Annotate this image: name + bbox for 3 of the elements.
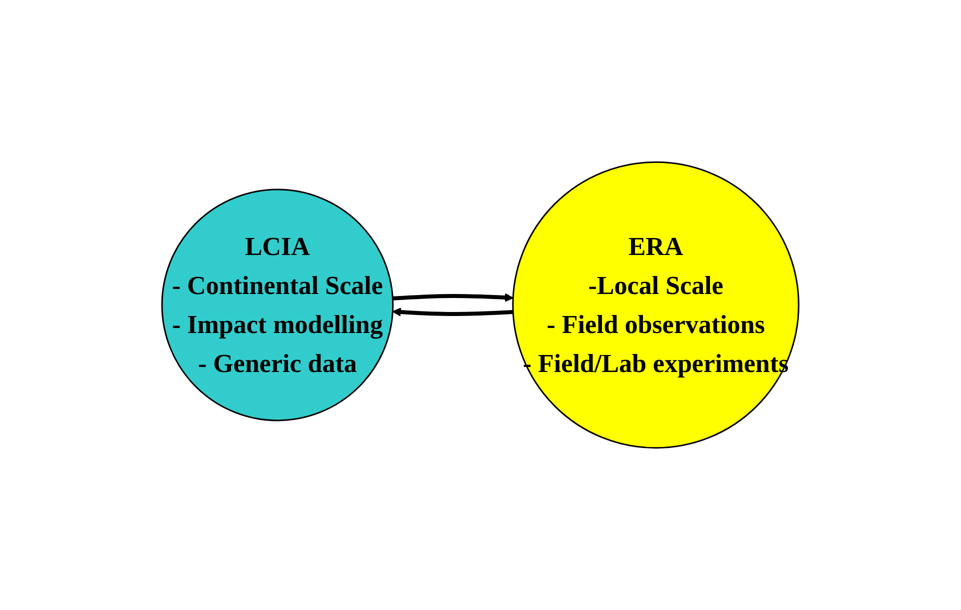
arrow — [392, 308, 514, 316]
node-circle: LCIA - Continental Scale - Impact modelling - Generic data — [161, 188, 394, 422]
arrow — [392, 293, 514, 302]
